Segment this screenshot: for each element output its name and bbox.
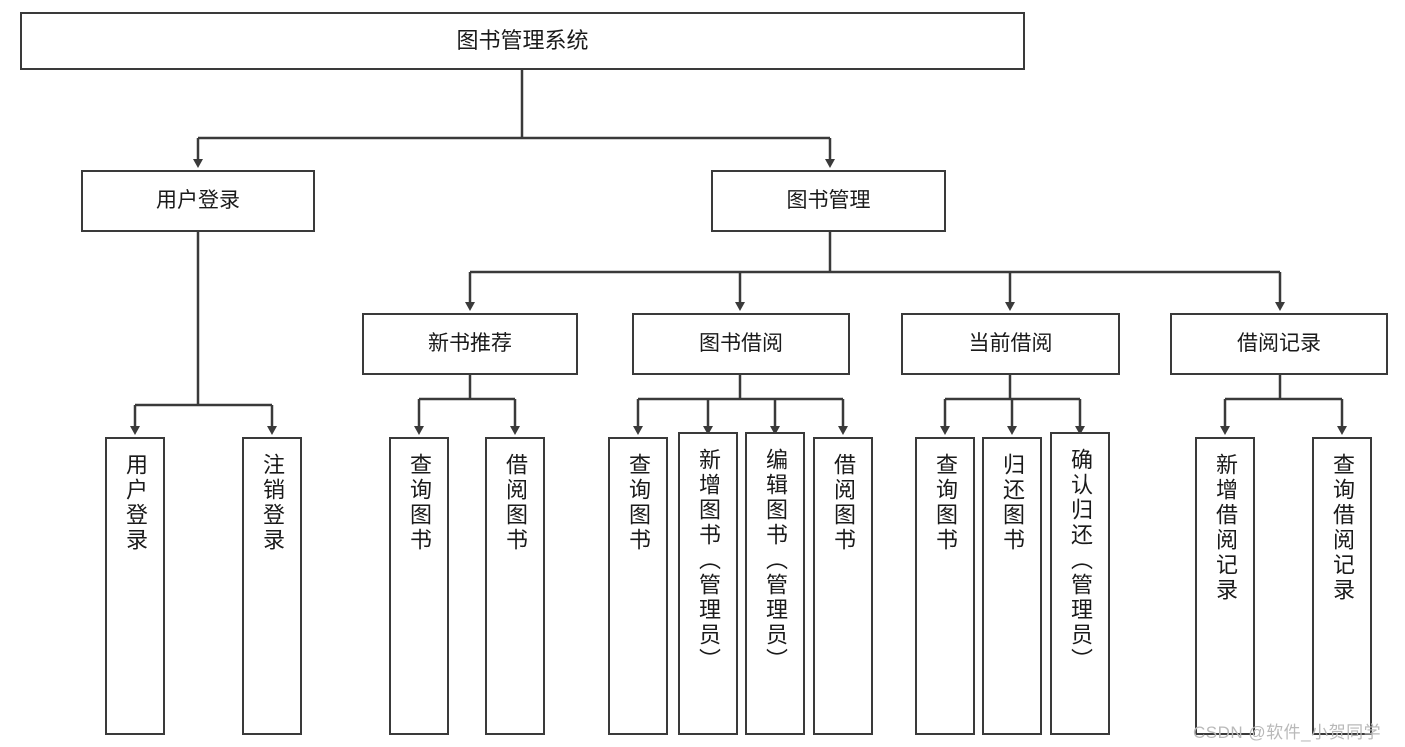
leaf-label: 查询图书 — [626, 453, 651, 553]
leaf-label: 借阅图书 — [503, 453, 528, 553]
leaf-label: 用户登录 — [123, 453, 148, 553]
node-current-borrow[interactable]: 当前借阅 — [901, 313, 1120, 375]
node-new-book-recommend-label: 新书推荐 — [428, 331, 512, 355]
leaf-current-confirm-return[interactable]: 确认归还（管理员） — [1050, 432, 1110, 735]
leaf-label: 编辑图书（管理员） — [763, 448, 788, 673]
leaf-borrow-query-book[interactable]: 查询图书 — [608, 437, 668, 735]
leaf-borrow-edit-book[interactable]: 编辑图书（管理员） — [745, 432, 805, 735]
leaf-borrow-borrow-book[interactable]: 借阅图书 — [813, 437, 873, 735]
leaf-label: 借阅图书 — [831, 453, 856, 553]
leaf-label: 注销登录 — [260, 453, 285, 553]
node-current-borrow-label: 当前借阅 — [968, 331, 1053, 355]
leaf-records-query[interactable]: 查询借阅记录 — [1312, 437, 1372, 735]
node-user-login-label: 用户登录 — [156, 188, 240, 212]
csdn-watermark: CSDN @软件_小贺同学 — [1193, 723, 1382, 742]
leaf-records-add[interactable]: 新增借阅记录 — [1195, 437, 1255, 735]
node-book-borrow-label: 图书借阅 — [699, 331, 783, 355]
leaf-label: 查询借阅记录 — [1330, 453, 1355, 603]
leaf-label: 归还图书 — [1000, 453, 1025, 553]
node-user-login[interactable]: 用户登录 — [81, 170, 315, 232]
node-book-management[interactable]: 图书管理 — [711, 170, 946, 232]
leaf-user-login-signin[interactable]: 用户登录 — [105, 437, 165, 735]
node-new-book-recommend[interactable]: 新书推荐 — [362, 313, 578, 375]
leaf-label: 新增借阅记录 — [1213, 453, 1238, 603]
leaf-borrow-add-book[interactable]: 新增图书（管理员） — [678, 432, 738, 735]
leaf-new-book-borrow[interactable]: 借阅图书 — [485, 437, 545, 735]
leaf-user-login-signout[interactable]: 注销登录 — [242, 437, 302, 735]
node-book-management-label: 图书管理 — [786, 188, 871, 212]
leaf-label: 查询图书 — [933, 453, 958, 553]
leaf-label: 查询图书 — [407, 453, 432, 553]
leaf-label: 确认归还（管理员） — [1068, 448, 1093, 673]
leaf-label: 新增图书（管理员） — [696, 448, 721, 673]
node-book-borrow[interactable]: 图书借阅 — [632, 313, 850, 375]
node-root[interactable]: 图书管理系统 — [20, 12, 1025, 70]
leaf-current-return-book[interactable]: 归还图书 — [982, 437, 1042, 735]
leaf-new-book-query[interactable]: 查询图书 — [389, 437, 449, 735]
node-root-label: 图书管理系统 — [456, 28, 589, 54]
node-borrow-records-label: 借阅记录 — [1237, 331, 1321, 355]
leaf-current-query-book[interactable]: 查询图书 — [915, 437, 975, 735]
node-borrow-records[interactable]: 借阅记录 — [1170, 313, 1388, 375]
